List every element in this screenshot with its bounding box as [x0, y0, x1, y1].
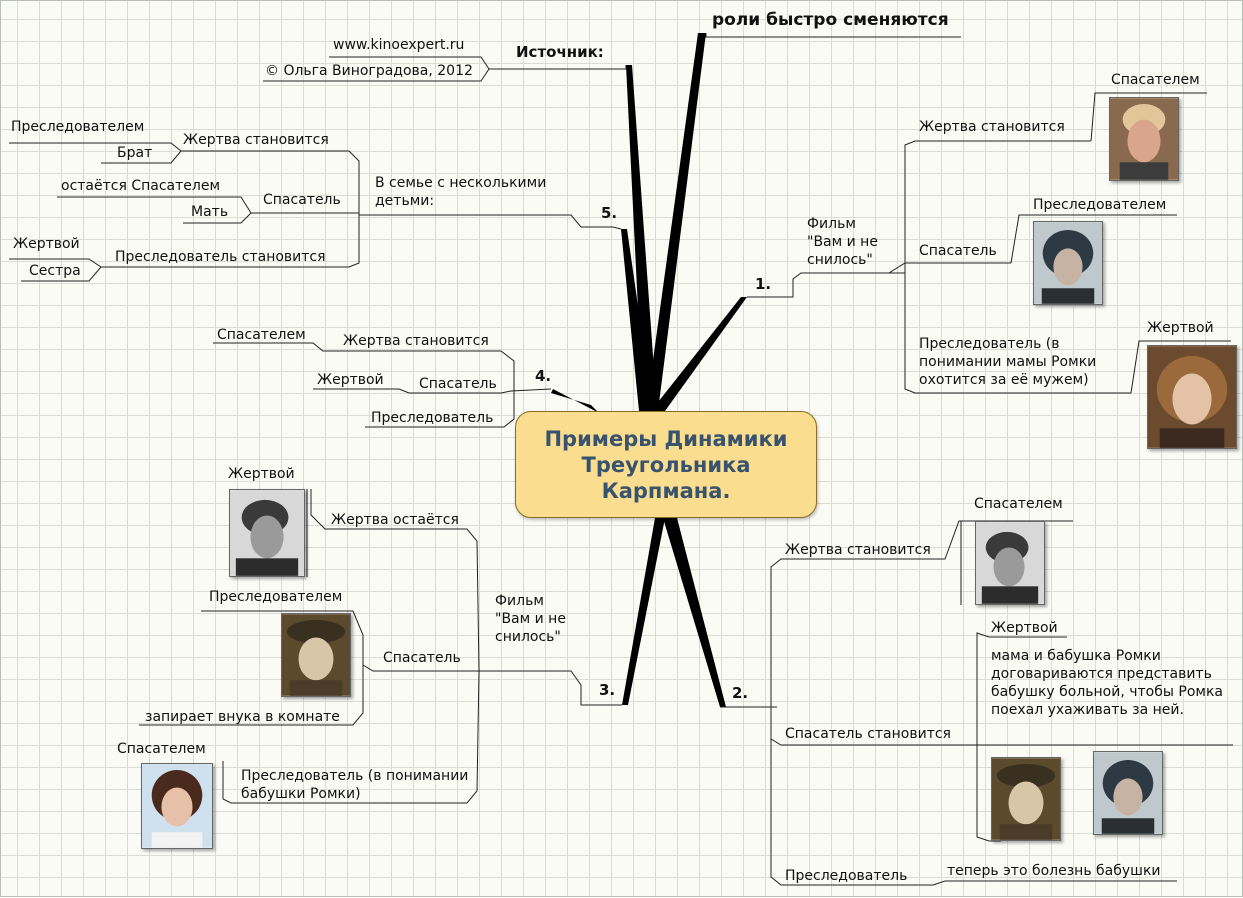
central-topic-label: Примеры Динамики Треугольника Карпмана.: [544, 426, 788, 503]
branch-4-rescuer[interactable]: Спасатель: [419, 376, 497, 392]
portrait-photo: [229, 489, 305, 577]
branch-5-persecutor[interactable]: Преследователь становится: [115, 249, 326, 265]
branch-3-rescuer-note[interactable]: запирает внука в комнате: [145, 709, 340, 725]
branch-5-rescuer-role[interactable]: остаётся Спасателем: [61, 178, 221, 194]
portrait-photo: [975, 521, 1045, 605]
branch-5-rescuer[interactable]: Спасатель: [263, 192, 341, 208]
source-label[interactable]: Источник:: [516, 43, 604, 61]
branch-4-persecutor[interactable]: Преследователь: [371, 410, 494, 426]
branch-3-rescuer-role[interactable]: Преследователем: [209, 589, 343, 605]
branch-1-victim[interactable]: Жертва становится: [919, 119, 1065, 135]
central-topic[interactable]: Примеры Динамики Треугольника Карпмана.: [515, 411, 817, 518]
portrait-photo: [991, 757, 1061, 841]
branch-3-film[interactable]: Фильм "Вам и не снилось": [495, 593, 566, 645]
portrait-photo: [281, 613, 351, 697]
branch-2-rescuer-role[interactable]: Жертвой: [991, 620, 1058, 636]
portrait-photo: [1147, 345, 1237, 449]
branch-1-victim-role[interactable]: Спасателем: [1111, 72, 1200, 88]
branch-3-victim[interactable]: Жертва остаётся: [331, 512, 459, 528]
branch-1-persecutor[interactable]: Преследователь (в понимании мамы Ромки о…: [919, 336, 1097, 388]
branch-3-persecutor-role[interactable]: Спасателем: [117, 741, 206, 757]
branch-1-rescuer[interactable]: Спасатель: [919, 243, 997, 259]
source-site[interactable]: www.kinoexpert.ru: [333, 37, 465, 53]
branch-4-victim[interactable]: Жертва становится: [343, 333, 489, 349]
source-author[interactable]: © Ольга Виноградова, 2012: [265, 63, 473, 79]
branch-2-rescuer-note[interactable]: мама и бабушка Ромки договариваются пред…: [991, 648, 1223, 718]
portrait-photo: [141, 763, 213, 849]
branch-5-family[interactable]: В семье с несколькими детьми:: [375, 175, 547, 209]
top-note[interactable]: роли быстро сменяются: [712, 10, 949, 30]
spoke-3: [622, 518, 665, 705]
branch-2-rescuer[interactable]: Спасатель становится: [785, 726, 951, 742]
portrait-photo: [1033, 221, 1103, 305]
branch-5-number[interactable]: 5.: [601, 204, 618, 222]
branch-2-number[interactable]: 2.: [732, 684, 749, 702]
branch-2-persecutor-note[interactable]: теперь это болезнь бабушки: [947, 863, 1161, 879]
branch-3-victim-role[interactable]: Жертвой: [228, 466, 295, 482]
branch-4-number[interactable]: 4.: [535, 367, 552, 385]
spoke-2: [663, 518, 726, 707]
branch-5-persecutor-role[interactable]: Жертвой: [13, 236, 80, 252]
branch-3-number[interactable]: 3.: [599, 681, 616, 699]
branch-3-rescuer[interactable]: Спасатель: [383, 650, 461, 666]
branch-5-victim-who[interactable]: Брат: [117, 145, 153, 161]
branch-4-victim-role[interactable]: Спасателем: [217, 327, 306, 343]
branch-4-rescuer-role[interactable]: Жертвой: [317, 372, 384, 388]
branch-1-rescuer-role[interactable]: Преследователем: [1033, 197, 1167, 213]
portrait-photo: [1093, 751, 1163, 835]
branch-3-persecutor[interactable]: Преследователь (в понимании бабушки Ромк…: [241, 768, 469, 802]
branch-2-persecutor[interactable]: Преследователь: [785, 868, 908, 884]
spoke-top: [646, 33, 706, 411]
spoke-source: [626, 65, 657, 411]
branch-5-persecutor-who[interactable]: Сестра: [29, 263, 81, 279]
branch-1-persecutor-role[interactable]: Жертвой: [1147, 320, 1214, 336]
branch-2-victim-role[interactable]: Спасателем: [974, 496, 1063, 512]
spoke-5: [621, 229, 653, 411]
branch-5-rescuer-who[interactable]: Мать: [191, 204, 229, 220]
spoke-1: [651, 297, 747, 411]
branch-1-film[interactable]: Фильм "Вам и не снилось": [807, 216, 878, 268]
branch-2-victim[interactable]: Жертва становится: [785, 542, 931, 558]
portrait-photo: [1109, 97, 1179, 181]
branch-5-victim[interactable]: Жертва становится: [183, 132, 329, 148]
branch-1-number[interactable]: 1.: [755, 275, 772, 293]
spoke-4: [551, 389, 599, 413]
branch-5-victim-role[interactable]: Преследователем: [11, 119, 145, 135]
